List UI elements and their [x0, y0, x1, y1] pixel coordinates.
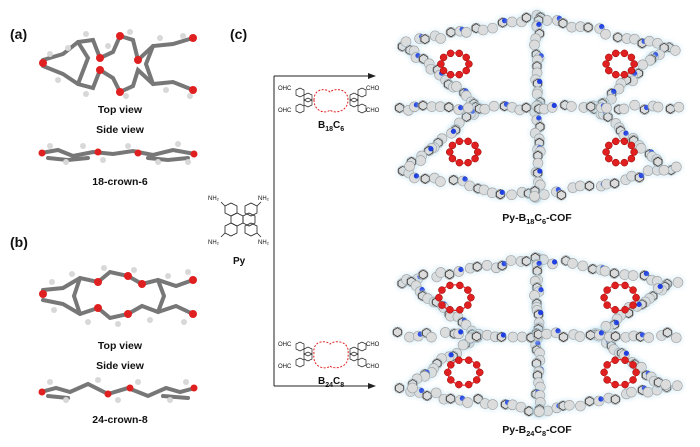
b18c6-aldehyde-top-right: CHO: [366, 86, 380, 92]
crown-18-side-view-caption: Side view: [96, 124, 144, 136]
b24c8-aldehyde-top-left: OHC: [278, 342, 292, 348]
panel-label-c: (c): [230, 26, 248, 42]
cof-b18c6-model: [392, 8, 686, 205]
cof-b24c8-label: Py-B24C8-COF: [502, 424, 572, 439]
b24c8-label: B24C8: [318, 376, 345, 389]
cof-b18c6-label: Py-B18C6-COF: [502, 212, 572, 227]
b18c6-aldehyde-bottom-left: OHC: [278, 108, 292, 114]
b24c8-aldehyde-top-right: CHO: [366, 342, 380, 348]
crown-24-side-view-caption: Side view: [96, 360, 144, 372]
crown-24-side-view: [38, 377, 198, 403]
crown-18-name: 18-crown-6: [92, 176, 148, 188]
b18c6-aldehyde-bottom-right: CHO: [366, 108, 380, 114]
panel-label-b: (b): [10, 234, 28, 250]
b24c8-aldehyde-bottom-right: CHO: [366, 364, 380, 370]
crown-18-top-view-caption: Top view: [97, 104, 143, 116]
py-label: Py: [233, 256, 246, 267]
cof-b24c8-model: [390, 250, 685, 420]
b18c6-label: B18C6: [318, 120, 345, 133]
b24c8-aldehyde-bottom-left: OHC: [278, 364, 292, 370]
crown-24-name: 24-crown-8: [92, 414, 148, 426]
py-amine-bottom-left: NH₂: [208, 240, 219, 246]
crown-18-side-view: [38, 141, 198, 165]
panel-label-a: (a): [10, 26, 28, 42]
py-amine-top-right: NH₂: [258, 196, 269, 202]
b18c6-structure: [295, 87, 367, 114]
crown-24-top-view: [39, 265, 197, 327]
py-structure: [220, 201, 262, 238]
crown-24-top-view-caption: Top view: [97, 340, 143, 352]
py-amine-top-left: NH₂: [208, 196, 219, 202]
crown-18-top-view: [39, 29, 197, 99]
reaction-arrows: [273, 73, 376, 389]
b24c8-structure: [295, 341, 367, 369]
b18c6-aldehyde-top-left: OHC: [278, 86, 292, 92]
py-amine-bottom-right: NH₂: [258, 240, 269, 246]
